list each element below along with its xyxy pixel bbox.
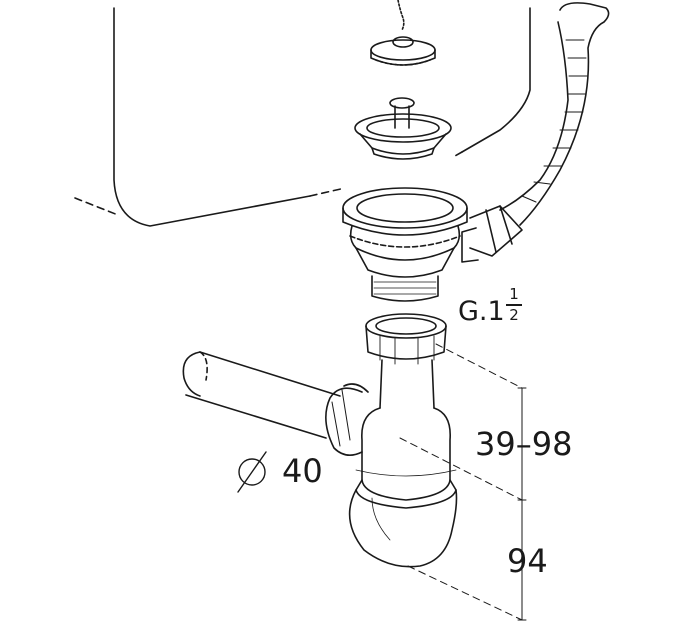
diameter-symbol-icon (237, 451, 267, 493)
stopper-plug (370, 0, 436, 66)
pipe-diameter-label: 40 (282, 452, 323, 490)
thread-fraction: 1 2 (505, 287, 523, 323)
height-range-label: 39–98 (475, 425, 573, 463)
outlet-pipe (182, 351, 341, 439)
sink-basin (74, 7, 531, 227)
trap-nut (365, 313, 447, 365)
trap-height-label: 94 (507, 542, 548, 580)
overflow-hose (461, 2, 610, 263)
dimension-lines (399, 343, 527, 621)
fraction-bar (506, 304, 522, 306)
bottle-trap (348, 359, 458, 568)
trap-side-outlet (325, 383, 369, 456)
thread-denominator: 2 (509, 306, 519, 324)
waste-body (342, 187, 468, 302)
thread-numerator: 1 (509, 285, 519, 303)
thread-size-label: G.1 (458, 298, 505, 325)
strainer-basket (354, 97, 452, 160)
thread-prefix: G.1 (458, 296, 505, 327)
